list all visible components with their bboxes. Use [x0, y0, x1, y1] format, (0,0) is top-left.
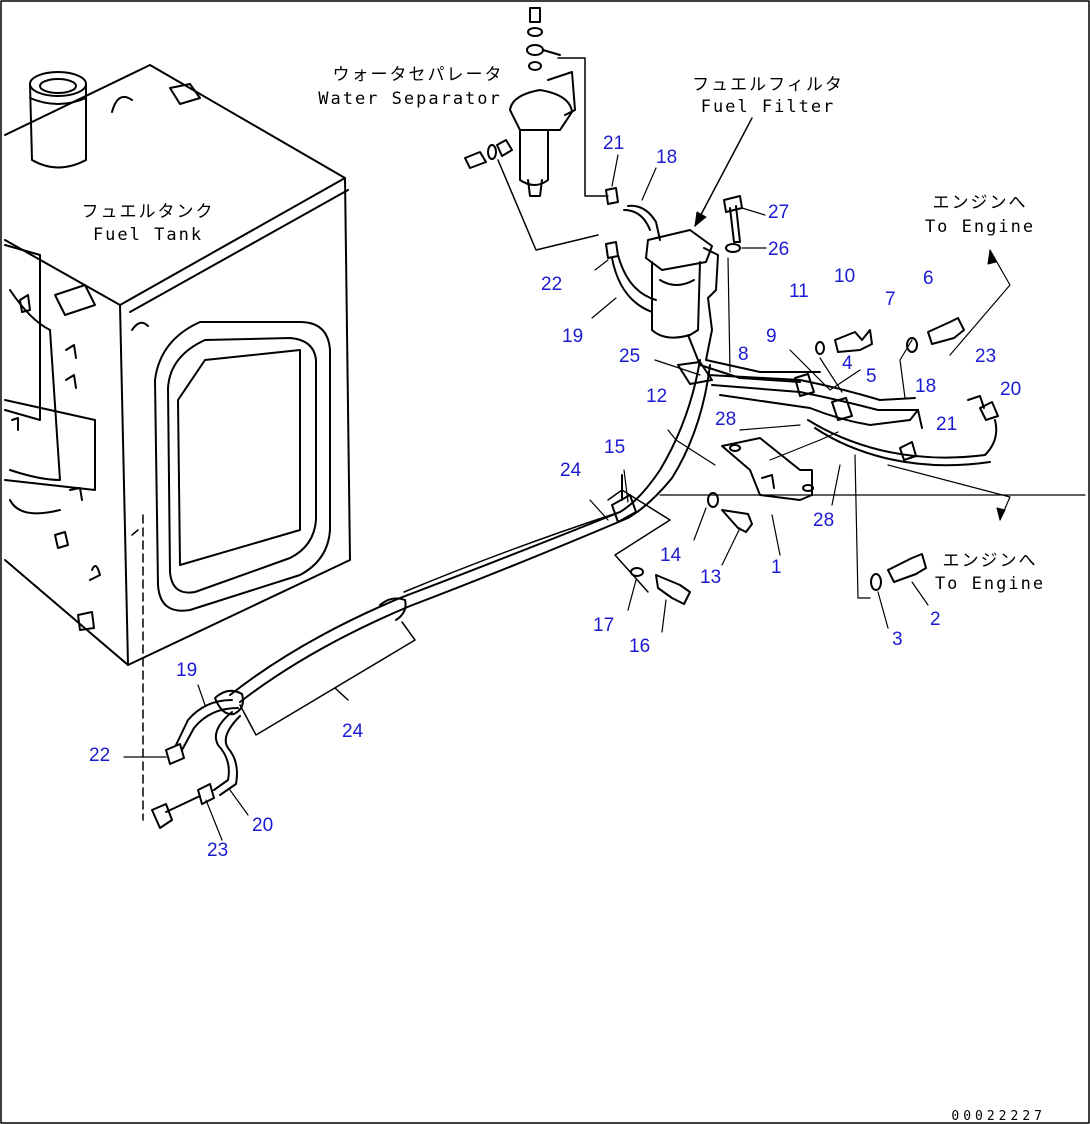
- callout-19b: 19: [176, 660, 198, 681]
- callout-26: 26: [768, 239, 790, 260]
- callout-27: 27: [768, 202, 790, 223]
- callout-21: 21: [603, 133, 625, 154]
- callout-22b: 22: [89, 745, 111, 766]
- callout-24b: 24: [342, 721, 364, 742]
- callout-15: 15: [604, 437, 626, 458]
- callout-18: 18: [656, 147, 678, 168]
- callout-25: 25: [619, 346, 641, 367]
- engine-hoses: [677, 361, 999, 467]
- callout-22: 22: [541, 274, 563, 295]
- fuel-tank-drawing: [4, 64, 351, 666]
- to-engine-bottom-label-jp: エンジンへ: [942, 551, 1038, 571]
- fuel-tank-label-jp: フュエルタンク: [81, 202, 215, 222]
- callout-5: 5: [866, 366, 877, 387]
- callout-6: 6: [923, 268, 934, 289]
- to-engine-bottom-label-en: To Engine: [934, 574, 1046, 594]
- callout-2: 2: [930, 609, 941, 630]
- callout-14: 14: [660, 545, 682, 566]
- drawing-number: 00022227: [951, 1109, 1046, 1124]
- water-separator-label-en: Water Separator: [318, 89, 502, 109]
- callout-24: 24: [560, 460, 582, 481]
- water-separator-drawing: [464, 7, 609, 251]
- callout-10: 10: [834, 266, 856, 287]
- callout-9: 9: [766, 326, 777, 347]
- to-engine-top-label-jp: エンジンへ: [932, 193, 1028, 213]
- callout-28: 28: [715, 409, 737, 430]
- callout-20: 20: [1000, 379, 1022, 400]
- callout-16: 16: [629, 636, 651, 657]
- callout-20b: 20: [252, 815, 274, 836]
- callout-12: 12: [646, 386, 668, 407]
- callout-13: 13: [700, 567, 722, 588]
- fuel-filter-drawing: [645, 229, 821, 383]
- to-engine-top-label-en: To Engine: [924, 217, 1036, 237]
- callout-23: 23: [975, 346, 997, 367]
- callout-7: 7: [885, 289, 896, 310]
- callout-8: 8: [738, 344, 749, 365]
- fuel-filter-label-en: Fuel Filter: [700, 97, 836, 117]
- bracket-drawing: [721, 437, 813, 501]
- water-separator-label-jp: ウォータセパレータ: [332, 65, 504, 85]
- callout-18b: 18: [915, 376, 937, 397]
- fasteners: [630, 195, 965, 605]
- callout-1: 1: [771, 557, 782, 578]
- callout-19: 19: [562, 326, 584, 347]
- fuel-tank-label-en: Fuel Tank: [92, 225, 204, 245]
- callout-11: 11: [789, 281, 809, 302]
- fuel-filter-label-jp: フュエルフィルタ: [692, 75, 844, 95]
- hose-bundle: [151, 359, 711, 829]
- callout-3: 3: [892, 629, 903, 650]
- callout-21b: 21: [936, 414, 958, 435]
- callout-17: 17: [593, 615, 615, 636]
- callout-23b: 23: [207, 840, 229, 861]
- callout-4: 4: [842, 353, 853, 374]
- callout-28b: 28: [813, 510, 835, 531]
- fuel-filter-pointer: [694, 117, 753, 227]
